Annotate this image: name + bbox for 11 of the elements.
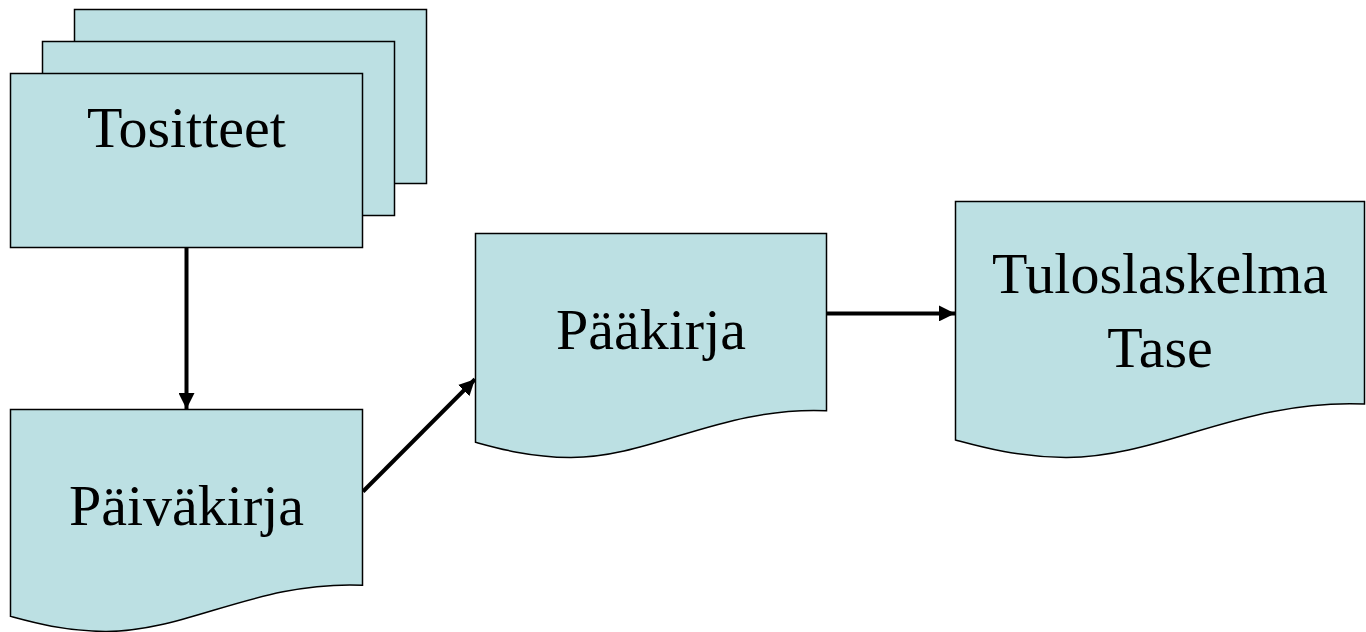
arrow xyxy=(827,305,955,322)
node-label: Tase xyxy=(1107,314,1213,382)
node-label: Päiväkirja xyxy=(68,472,305,541)
node-label: Pääkirja xyxy=(556,296,746,365)
node-label: Tuloslaskelma xyxy=(991,239,1329,308)
arrow xyxy=(178,248,195,409)
document-shape xyxy=(10,409,363,632)
document-shape xyxy=(955,201,1365,458)
stacked-documents-shape xyxy=(10,9,427,248)
document-shape xyxy=(475,233,827,458)
node-label: Tositteet xyxy=(87,93,286,162)
